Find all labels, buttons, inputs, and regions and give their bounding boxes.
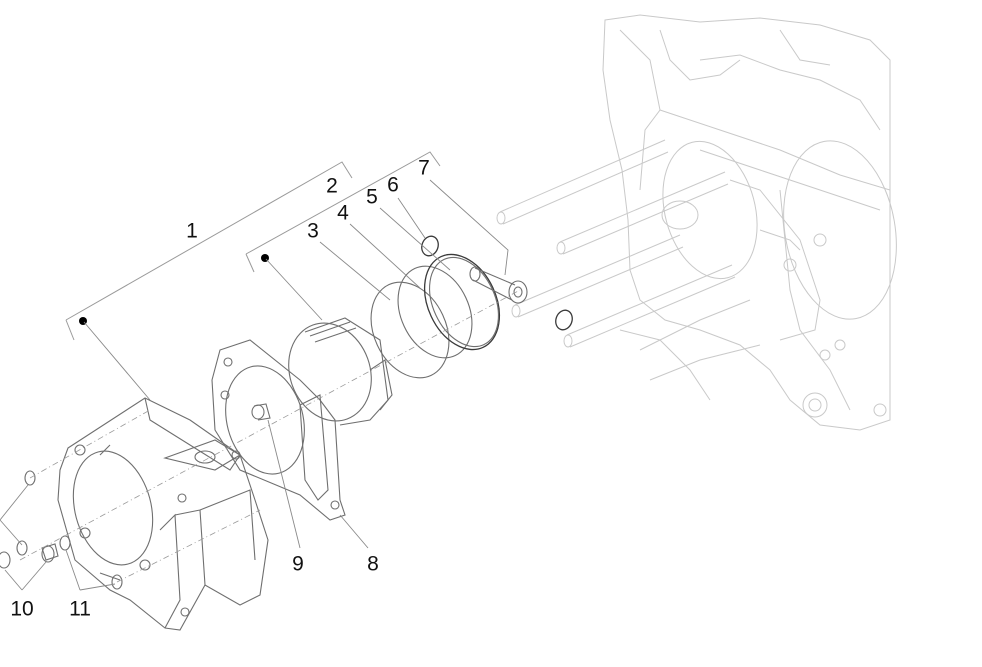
leader-lines — [0, 179, 509, 591]
callout-10: 10 — [10, 597, 34, 621]
callout-1: 1 — [186, 219, 198, 243]
callout-11: 11 — [69, 597, 91, 621]
crankcase — [496, 14, 897, 431]
callout-4: 4 — [337, 201, 349, 225]
circlip-6 — [421, 235, 439, 257]
callout-7: 7 — [418, 156, 430, 180]
piston-ring-4 — [397, 265, 473, 359]
callout-2: 2 — [326, 174, 338, 198]
callout-3: 3 — [307, 219, 319, 243]
piston — [288, 317, 393, 426]
dowel-pin-9 — [251, 403, 271, 421]
cylinder-1 — [57, 397, 269, 631]
cylinder-gasket-8 — [211, 339, 346, 521]
assembly-axis — [19, 289, 521, 561]
group-bracket-2 — [245, 151, 441, 321]
o-ring-small — [555, 309, 573, 331]
callout-9: 9 — [292, 552, 304, 576]
piston-ring-5 — [423, 253, 501, 351]
callout-8: 8 — [367, 552, 379, 576]
callout-6: 6 — [387, 173, 399, 197]
piston-ring-3 — [370, 281, 450, 379]
washers-and-bushings — [0, 470, 123, 590]
callout-5: 5 — [366, 185, 378, 209]
piston-pin-7 — [469, 266, 528, 304]
group-bracket-1 — [65, 161, 353, 401]
